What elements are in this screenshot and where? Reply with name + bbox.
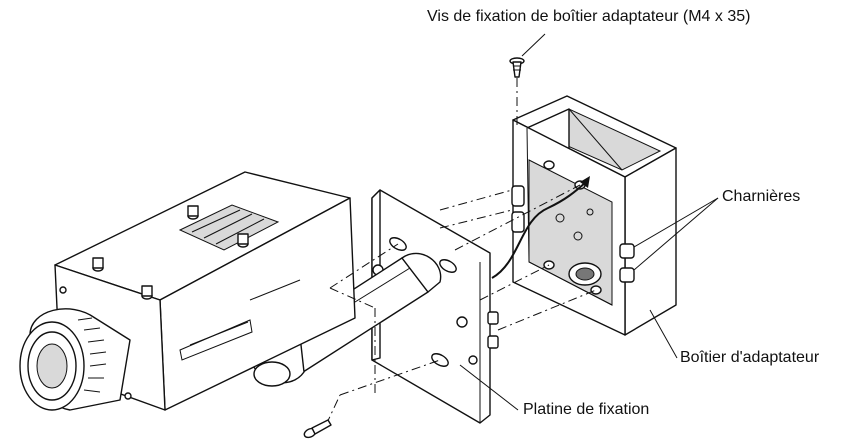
screw-label: Vis de fixation de boîtier adaptateur (M… — [427, 8, 751, 25]
adapter-box-label: Boîtier d'adaptateur — [680, 349, 820, 366]
camera-lens — [19, 308, 131, 411]
assembly-lines — [325, 78, 597, 426]
hinges-label: Charnières — [722, 188, 801, 205]
top-screw — [509, 57, 525, 78]
mount-plate-label: Platine de fixation — [523, 401, 650, 418]
bottom-screw — [303, 419, 332, 439]
leader-lines — [459, 33, 719, 411]
cable — [491, 181, 587, 279]
cable-arrow — [580, 176, 590, 188]
adapter-box — [511, 95, 677, 336]
